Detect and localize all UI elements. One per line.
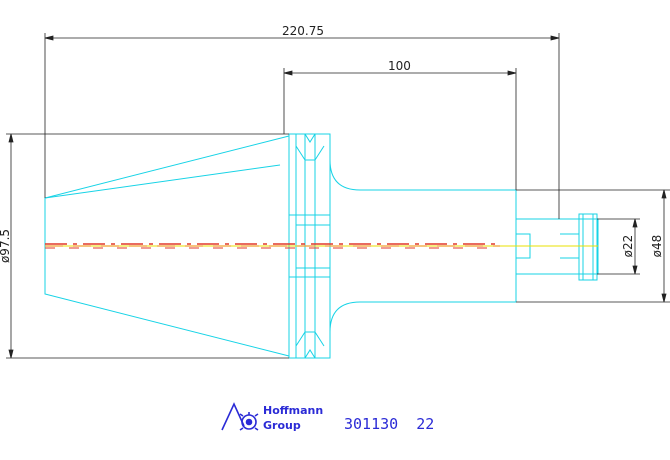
centerline [45,243,598,249]
logo-line1: Hoffmann [263,404,323,417]
logo-line2: Group [263,419,301,432]
nut-outline [578,213,598,281]
dimension-lines [6,33,670,359]
bore-diameter-label: ø22 [621,235,635,258]
overall-length-label: 220.75 [282,24,324,38]
part-number: 301130 22 [344,415,434,433]
shank-length-label: 100 [388,59,411,73]
nose-diameter-label: ø48 [650,235,664,258]
hoffmann-logo-icon [221,402,259,431]
tool-holder-outline [44,133,599,359]
hoffmann-group-logo: Hoffmann Group [221,402,323,432]
flange-diameter-label: ø97.5 [0,229,12,263]
